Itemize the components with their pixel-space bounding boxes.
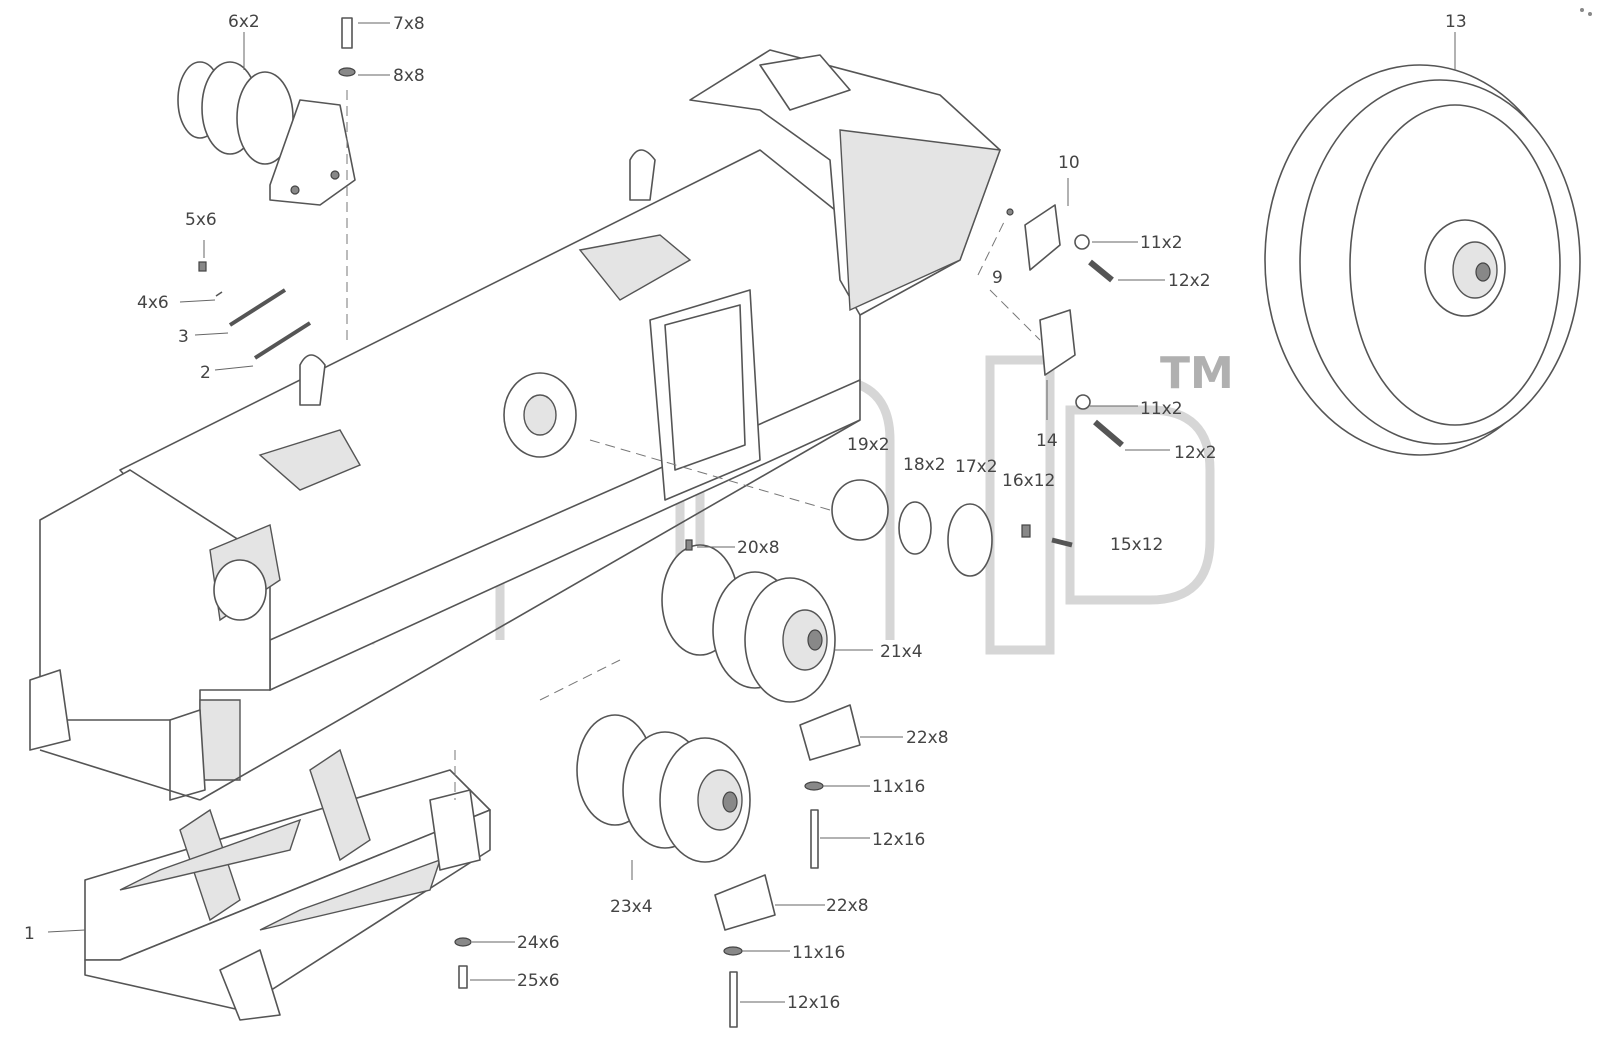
callout-20: 20x8 (737, 538, 780, 558)
callout-11c: 11x16 (872, 777, 925, 797)
callout-12b: 12x2 (1174, 443, 1217, 463)
callout-22a: 22x8 (906, 728, 949, 748)
callout-6: 6x2 (228, 12, 260, 32)
callout-8: 8x8 (393, 66, 425, 86)
callout-3: 3 (178, 327, 189, 347)
watermark-tm: TM (1160, 348, 1234, 399)
track-frame (29, 49, 1001, 801)
callout-2: 2 (200, 363, 211, 383)
callout-4: 4x6 (137, 293, 169, 313)
callout-11d: 11x16 (792, 943, 845, 963)
leader-lines (47, 22, 1456, 1003)
track-roller-lower (576, 714, 751, 863)
callout-7: 7x8 (393, 14, 425, 34)
callout-25: 25x6 (517, 971, 560, 991)
small-parts (198, 17, 1124, 1028)
callout-1: 1 (24, 924, 35, 944)
callout-9: 9 (992, 268, 1003, 288)
callout-labels: 6x2 7x8 8x8 5x6 4x6 3 2 10 9 11x2 12x2 1… (24, 12, 1467, 1013)
callout-12d: 12x16 (787, 993, 840, 1013)
callout-22b: 22x8 (826, 896, 869, 916)
callout-14: 14 (1036, 431, 1058, 451)
callout-19: 19x2 (847, 435, 890, 455)
callout-11a: 11x2 (1140, 233, 1183, 253)
callout-24: 24x6 (517, 933, 560, 953)
callout-17: 17x2 (955, 457, 998, 477)
callout-18: 18x2 (903, 455, 946, 475)
callout-11b: 11x2 (1140, 399, 1183, 419)
corner-mark (1580, 8, 1592, 16)
callout-23: 23x4 (610, 897, 653, 917)
callout-5: 5x6 (185, 210, 217, 230)
callout-12a: 12x2 (1168, 271, 1211, 291)
callout-10: 10 (1058, 153, 1080, 173)
callout-13: 13 (1445, 12, 1467, 32)
callout-16: 16x12 (1002, 471, 1055, 491)
callout-21: 21x4 (880, 642, 923, 662)
idler-wheel (1264, 64, 1581, 456)
carrier-roller (177, 61, 356, 206)
callout-15: 15x12 (1110, 535, 1163, 555)
callout-12c: 12x16 (872, 830, 925, 850)
track-roller-upper (661, 544, 836, 703)
bottom-frame (84, 748, 491, 1021)
